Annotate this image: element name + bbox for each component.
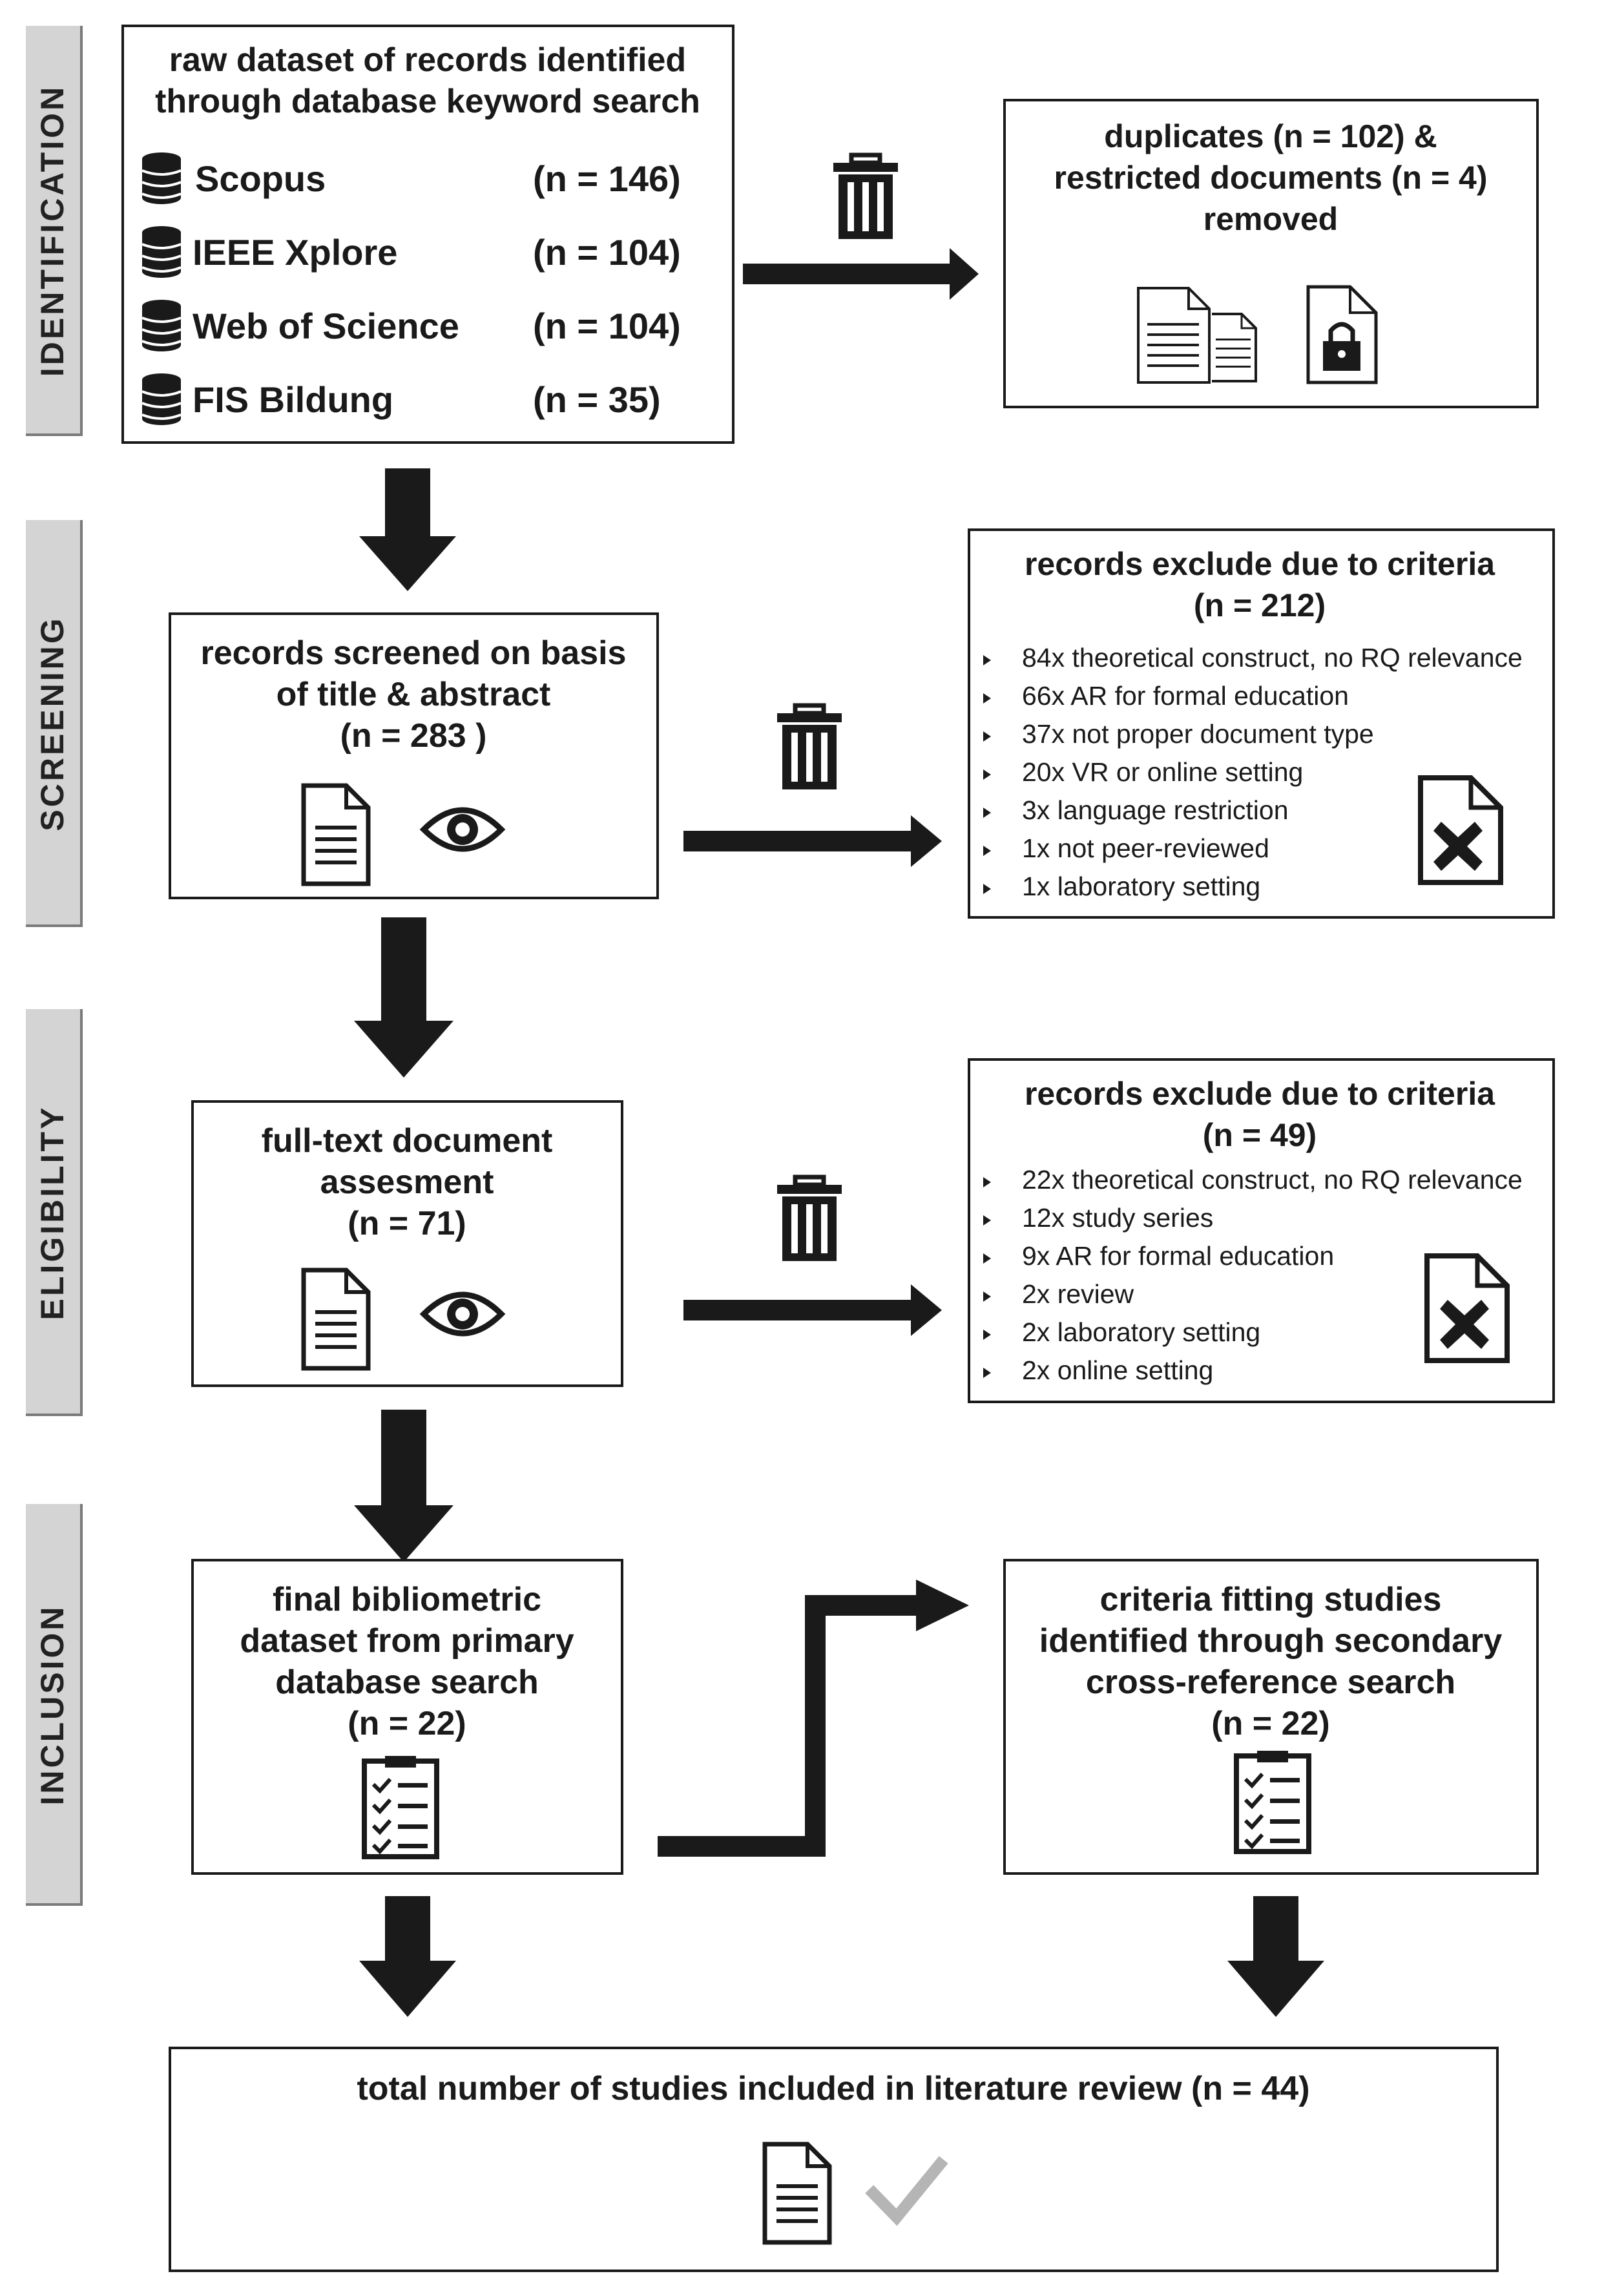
secondary-search-line: identified through secondary (1039, 1622, 1503, 1660)
database-icon (141, 225, 182, 279)
removed-line: restricted documents (n = 4) (1054, 160, 1488, 196)
exclusion-reason: 3x language restriction (1022, 795, 1289, 825)
raw-dataset-box: raw dataset of records identified throug… (121, 25, 734, 444)
arrow-down (354, 1410, 453, 1562)
primary-dataset-line: (n = 22) (348, 1705, 466, 1742)
stage-label-identification: IDENTIFICATION (26, 26, 83, 436)
excluded-title-line: (n = 212) (1194, 587, 1326, 623)
excluded-title-line: records exclude due to criteria (1025, 546, 1495, 582)
stage-label-eligibility: ELIGIBILITY (26, 1009, 83, 1416)
excluded-title-line: (n = 49) (1203, 1117, 1317, 1153)
raw-dataset-title-line: through database keyword search (155, 83, 700, 120)
exclusion-reason: 84x theoretical construct, no RQ relevan… (1022, 643, 1523, 673)
total-label: total number of studies included in lite… (357, 2070, 1309, 2107)
checkmark-icon (865, 2156, 948, 2226)
arrow-right (683, 815, 942, 867)
arrow-right (683, 1284, 942, 1336)
total-box: total number of studies included in lite… (169, 2047, 1499, 2272)
rejected-document-icon (1427, 1256, 1507, 1361)
exclusion-reason: 9x AR for formal education (1022, 1241, 1334, 1271)
raw-dataset-title-line: raw dataset of records identified (169, 41, 686, 79)
screening-excluded-box: records exclude due to criteria (n = 212… (968, 528, 1555, 919)
secondary-search-line: cross-reference search (1086, 1664, 1455, 1701)
removed-line: removed (1203, 201, 1338, 237)
checklist-icon (1236, 1751, 1309, 1852)
checklist-icon (364, 1756, 437, 1857)
svg-text:ELIGIBILITY: ELIGIBILITY (34, 1105, 70, 1320)
screened-line: (n = 283 ) (340, 717, 487, 755)
trash-icon (777, 705, 842, 789)
database-count: (n = 104) (533, 232, 681, 273)
document-icon (304, 786, 368, 884)
full-text-box: full-text document assesment (n = 71) (191, 1100, 623, 1387)
exclusion-reason: 22x theoretical construct, no RQ relevan… (1022, 1165, 1523, 1195)
exclusion-reason: 20x VR or online setting (1022, 757, 1303, 787)
stage-label-screening: SCREENING (26, 520, 83, 927)
exclusion-reason: 1x not peer-reviewed (1022, 833, 1269, 863)
primary-dataset-line: dataset from primary (240, 1622, 574, 1660)
exclusion-reason: 2x online setting (1022, 1355, 1213, 1385)
rejected-document-icon (1421, 778, 1501, 882)
screened-box: records screened on basis of title & abs… (169, 612, 659, 899)
exclusion-reason: 2x review (1022, 1279, 1134, 1309)
trash-icon (833, 155, 898, 239)
primary-dataset-line: database search (275, 1664, 539, 1701)
removed-box: duplicates (n = 102) & restricted docume… (1003, 99, 1539, 408)
trash-icon (777, 1177, 842, 1261)
secondary-search-line: (n = 22) (1211, 1705, 1330, 1742)
primary-dataset-line: final bibliometric (273, 1581, 541, 1618)
duplicate-documents-icon (1137, 287, 1257, 384)
full-text-line: assesment (320, 1164, 494, 1201)
secondary-search-line: criteria fitting studies (1100, 1581, 1442, 1618)
database-icon (141, 151, 182, 205)
exclusion-reason: 66x AR for formal education (1022, 681, 1349, 711)
arrow-down (359, 1896, 456, 2017)
database-count: (n = 35) (533, 379, 661, 420)
svg-text:IDENTIFICATION: IDENTIFICATION (34, 85, 70, 377)
exclusion-reason: 37x not proper document type (1022, 719, 1374, 749)
document-icon (304, 1270, 368, 1368)
document-icon (765, 2144, 829, 2242)
arrow-right (743, 248, 979, 300)
database-count: (n = 146) (533, 158, 681, 199)
primary-dataset-box: final bibliometric dataset from primary … (191, 1559, 623, 1875)
secondary-search-box: criteria fitting studies identified thro… (1003, 1559, 1539, 1875)
database-count: (n = 104) (533, 306, 681, 346)
screened-line: records screened on basis (201, 634, 627, 672)
full-text-line: (n = 71) (348, 1205, 466, 1242)
elbow-arrow (658, 1580, 969, 1857)
arrow-down (359, 468, 456, 591)
database-icon (141, 298, 182, 353)
arrow-down (1227, 1896, 1324, 2017)
exclusion-reason: 12x study series (1022, 1203, 1213, 1233)
arrow-down (354, 917, 453, 1078)
screened-line: of title & abstract (276, 676, 551, 713)
stage-label-inclusion: INCLUSION (26, 1504, 83, 1906)
eligibility-excluded-box: records exclude due to criteria (n = 49)… (968, 1058, 1555, 1403)
full-text-line: full-text document (262, 1122, 553, 1160)
svg-text:SCREENING: SCREENING (34, 616, 70, 831)
excluded-title-line: records exclude due to criteria (1025, 1076, 1495, 1112)
svg-text:INCLUSION: INCLUSION (34, 1605, 70, 1806)
restricted-document-icon (1306, 285, 1378, 384)
database-name: IEEE Xplore (193, 232, 397, 273)
database-name: FIS Bildung (193, 379, 393, 420)
removed-line: duplicates (n = 102) & (1104, 118, 1437, 154)
exclusion-reason: 1x laboratory setting (1022, 871, 1260, 901)
database-icon (141, 372, 182, 426)
database-name: Scopus (195, 158, 326, 199)
database-name: Web of Science (193, 306, 459, 346)
exclusion-reason: 2x laboratory setting (1022, 1317, 1260, 1347)
